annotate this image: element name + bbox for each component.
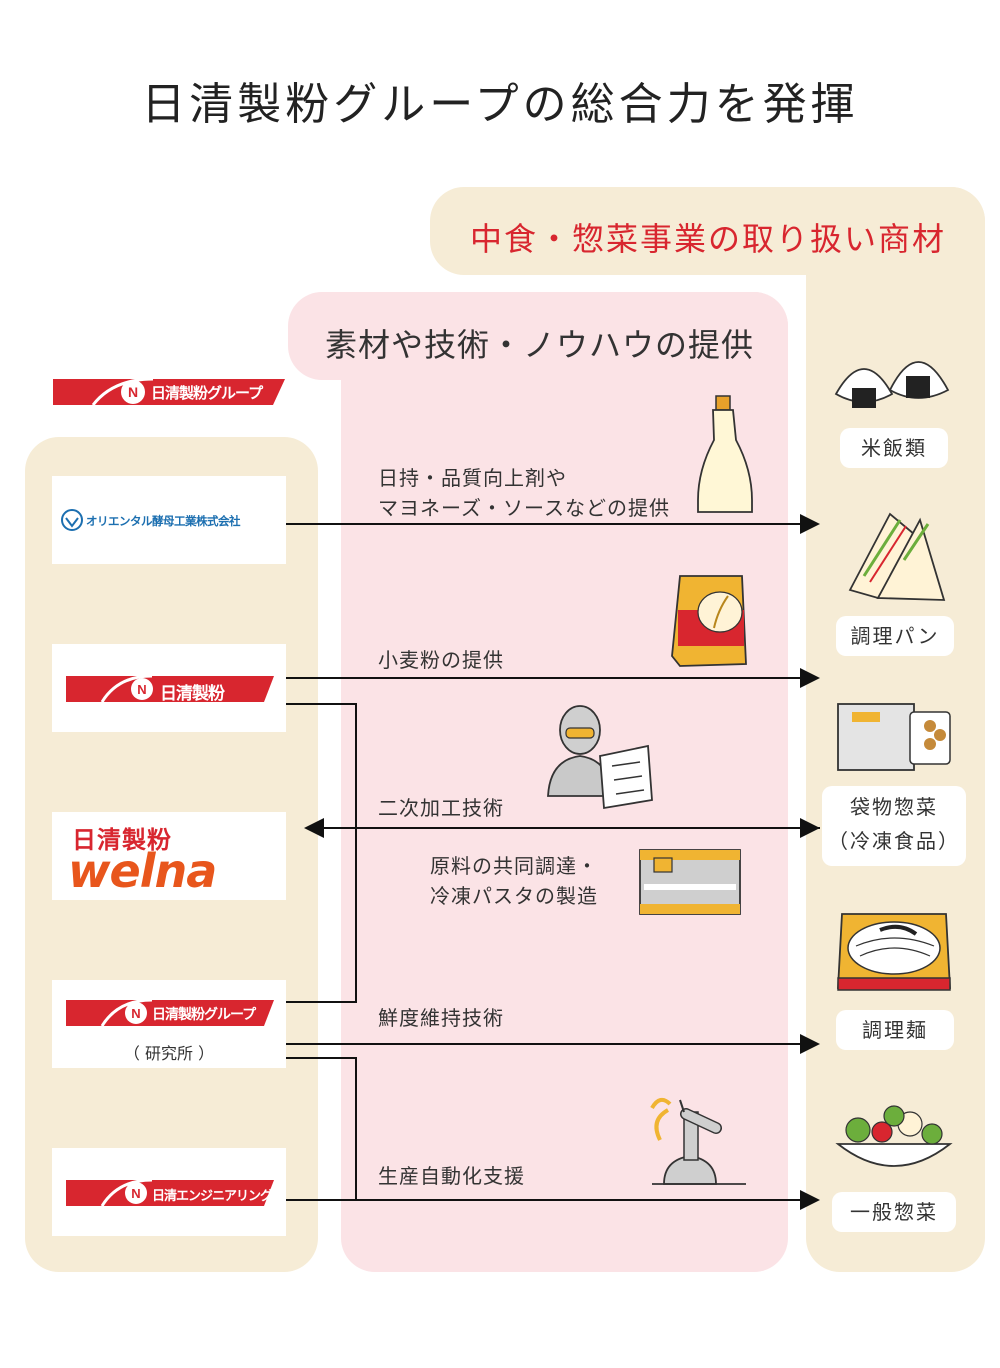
flow-label-2: 小麦粉の提供 xyxy=(378,648,504,672)
svg-text:N: N xyxy=(131,1186,140,1201)
flow-label-3: 二次加工技術 xyxy=(378,796,504,820)
flow-label-6: 生産自動化支援 xyxy=(378,1164,525,1188)
company-nisshin-flour: N 日清製粉 xyxy=(52,644,286,732)
svg-text:N: N xyxy=(128,384,138,400)
flow-label-4a: 原料の共同調達・ xyxy=(430,854,598,878)
engineering-logo-text: 日清エンジニアリング xyxy=(152,1189,273,1204)
products-panel xyxy=(806,187,985,1272)
product-tag-deli: 一般惣菜 xyxy=(832,1192,956,1232)
products-panel-join xyxy=(760,240,840,275)
nisshin-flour-logo-shape: N xyxy=(66,674,274,703)
research-logo-text: 日清製粉グループ xyxy=(152,1007,256,1023)
product-tag-frozen-line2: （冷凍食品） xyxy=(828,829,960,853)
flow-label-1a: 日持・品質向上剤や xyxy=(378,466,567,490)
provision-panel xyxy=(341,292,788,1272)
company-welna: 日清製粉 welna xyxy=(52,812,286,900)
company-research: N 日清製粉グループ （ 研究所 ） xyxy=(52,980,286,1068)
page-title: 日清製粉グループの総合力を発揮 xyxy=(141,79,859,130)
product-tag-bread: 調理パン xyxy=(836,616,954,656)
product-tag-frozen: 袋物惣菜 （冷凍食品） xyxy=(822,786,966,866)
product-tag-frozen-line1: 袋物惣菜 xyxy=(850,795,938,819)
flow-label-1b: マヨネーズ・ソースなどの提供 xyxy=(378,496,670,520)
group-logo: N 日清製粉グループ xyxy=(53,375,285,409)
oriental-emblem-icon xyxy=(61,509,83,531)
product-tag-rice: 米飯類 xyxy=(840,428,948,468)
flow-label-5: 鮮度維持技術 xyxy=(378,1006,504,1030)
product-tag-noodles: 調理麺 xyxy=(836,1010,954,1050)
research-sub-label: （ 研究所 ） xyxy=(123,1044,215,1063)
flow-label-4b: 冷凍パスタの製造 xyxy=(430,884,598,908)
company-engineering: N 日清エンジニアリング xyxy=(52,1148,286,1236)
welna-top-text: 日清製粉 xyxy=(72,826,172,854)
engineering-logo-shape: N xyxy=(66,1178,274,1207)
company-oriental: オリエンタル酵母工業株式会社 xyxy=(52,476,286,564)
group-logo-shape: N xyxy=(53,377,285,406)
group-logo-text: 日清製粉グループ xyxy=(151,384,263,402)
research-logo-shape: N xyxy=(66,998,274,1027)
oriental-logo-text: オリエンタル酵母工業株式会社 xyxy=(86,514,241,528)
nisshin-flour-logo-text: 日清製粉 xyxy=(160,684,225,704)
svg-text:N: N xyxy=(137,682,146,697)
svg-text:N: N xyxy=(131,1006,140,1021)
provision-panel-title: 素材や技術・ノウハウの提供 xyxy=(325,326,755,364)
welna-brand-text: welna xyxy=(68,844,217,898)
products-panel-title: 中食・惣菜事業の取り扱い商材 xyxy=(470,220,947,258)
